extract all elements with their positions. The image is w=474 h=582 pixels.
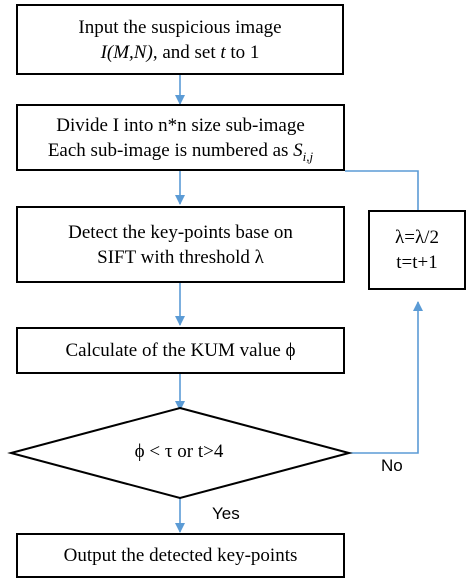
label-no: No	[381, 456, 403, 475]
step-update-line2: t=t+1	[396, 252, 438, 273]
step-divide-line2: Each sub-image is numbered as Si,j	[47, 139, 314, 164]
line-update-to-divide	[345, 170, 419, 210]
step-detect-line1: Detect the key-points base on	[68, 221, 293, 243]
step-calculate: Calculate of the KUM value ϕ	[16, 327, 345, 374]
step-input: Input the suspicious image I(M,N), and s…	[16, 4, 344, 75]
step-update-line1: λ=λ/2	[395, 227, 439, 248]
step-update: λ=λ/2 t=t+1	[368, 210, 466, 290]
label-yes: Yes	[212, 504, 240, 523]
step-input-line1: Input the suspicious image	[78, 16, 282, 38]
step-divide-line1: Divide I into n*n size sub-image	[56, 114, 305, 136]
step-detect-line2: SIFT with threshold λ	[97, 246, 264, 268]
step-output: Output the detected key-points	[16, 533, 345, 578]
step-calculate-line1: Calculate of the KUM value ϕ	[65, 340, 296, 361]
step-detect: Detect the key-points base on SIFT with …	[16, 206, 345, 283]
decision-diamond	[7, 406, 353, 500]
step-output-line1: Output the detected key-points	[63, 545, 298, 566]
arrow-decision-to-update	[349, 301, 423, 454]
decision-text: ϕ < τ or t>4	[134, 441, 224, 462]
step-input-line2: I(M,N), and set t to 1	[100, 41, 260, 63]
step-divide: Divide I into n*n size sub-image Each su…	[16, 104, 345, 171]
